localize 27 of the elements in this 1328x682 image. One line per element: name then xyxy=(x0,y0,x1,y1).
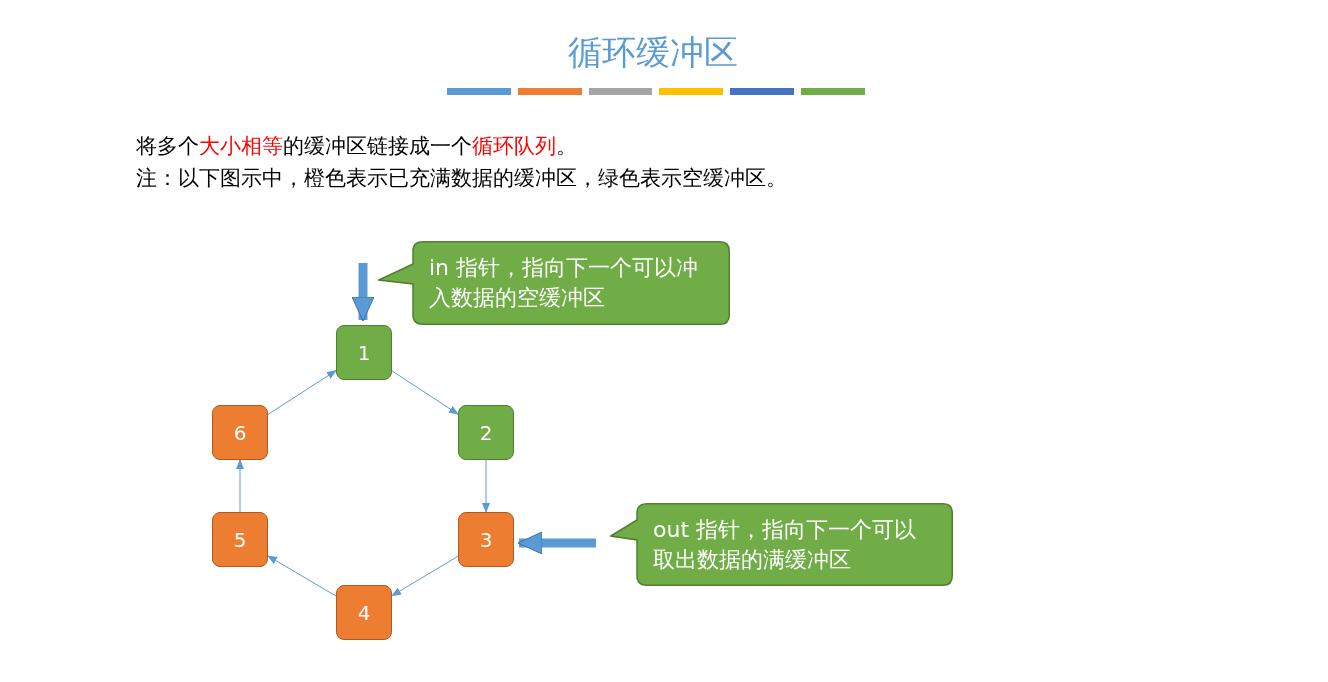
note-text: 将多个大小相等的缓冲区链接成一个循环队列。 xyxy=(136,133,577,160)
note-text: 注：以下图示中，橙色表示已充满数据的缓冲区，绿色表示空缓冲区。 xyxy=(136,165,787,192)
buffer-number: 1 xyxy=(357,340,371,365)
buffer-box xyxy=(458,405,514,460)
callout-text: out 指针，指向下一个可以取出数据的满缓冲区 xyxy=(653,515,918,574)
title: 循环缓冲区 xyxy=(568,31,738,74)
buffer-box xyxy=(336,325,392,380)
buffer-box xyxy=(212,512,268,567)
block-arrow xyxy=(351,263,375,322)
buffer-number: 3 xyxy=(479,527,493,552)
speech-bubble xyxy=(378,241,730,325)
buffer-box xyxy=(212,405,268,460)
speech-bubble xyxy=(610,503,953,586)
buffer-number: 6 xyxy=(233,420,247,445)
arrow xyxy=(267,370,337,415)
buffer-box xyxy=(336,585,392,640)
buffer-number: 5 xyxy=(233,527,247,552)
block-arrow xyxy=(517,531,596,555)
buffer-number: 4 xyxy=(357,600,371,625)
callout-text: in 指针，指向下一个可以冲入数据的空缓冲区 xyxy=(429,254,700,312)
buffer-box xyxy=(458,512,514,567)
arrow xyxy=(236,459,244,513)
arrow xyxy=(267,555,337,597)
arrow xyxy=(482,459,490,513)
buffer-number: 2 xyxy=(479,420,493,445)
arrow xyxy=(391,370,459,415)
arrow xyxy=(391,555,459,597)
